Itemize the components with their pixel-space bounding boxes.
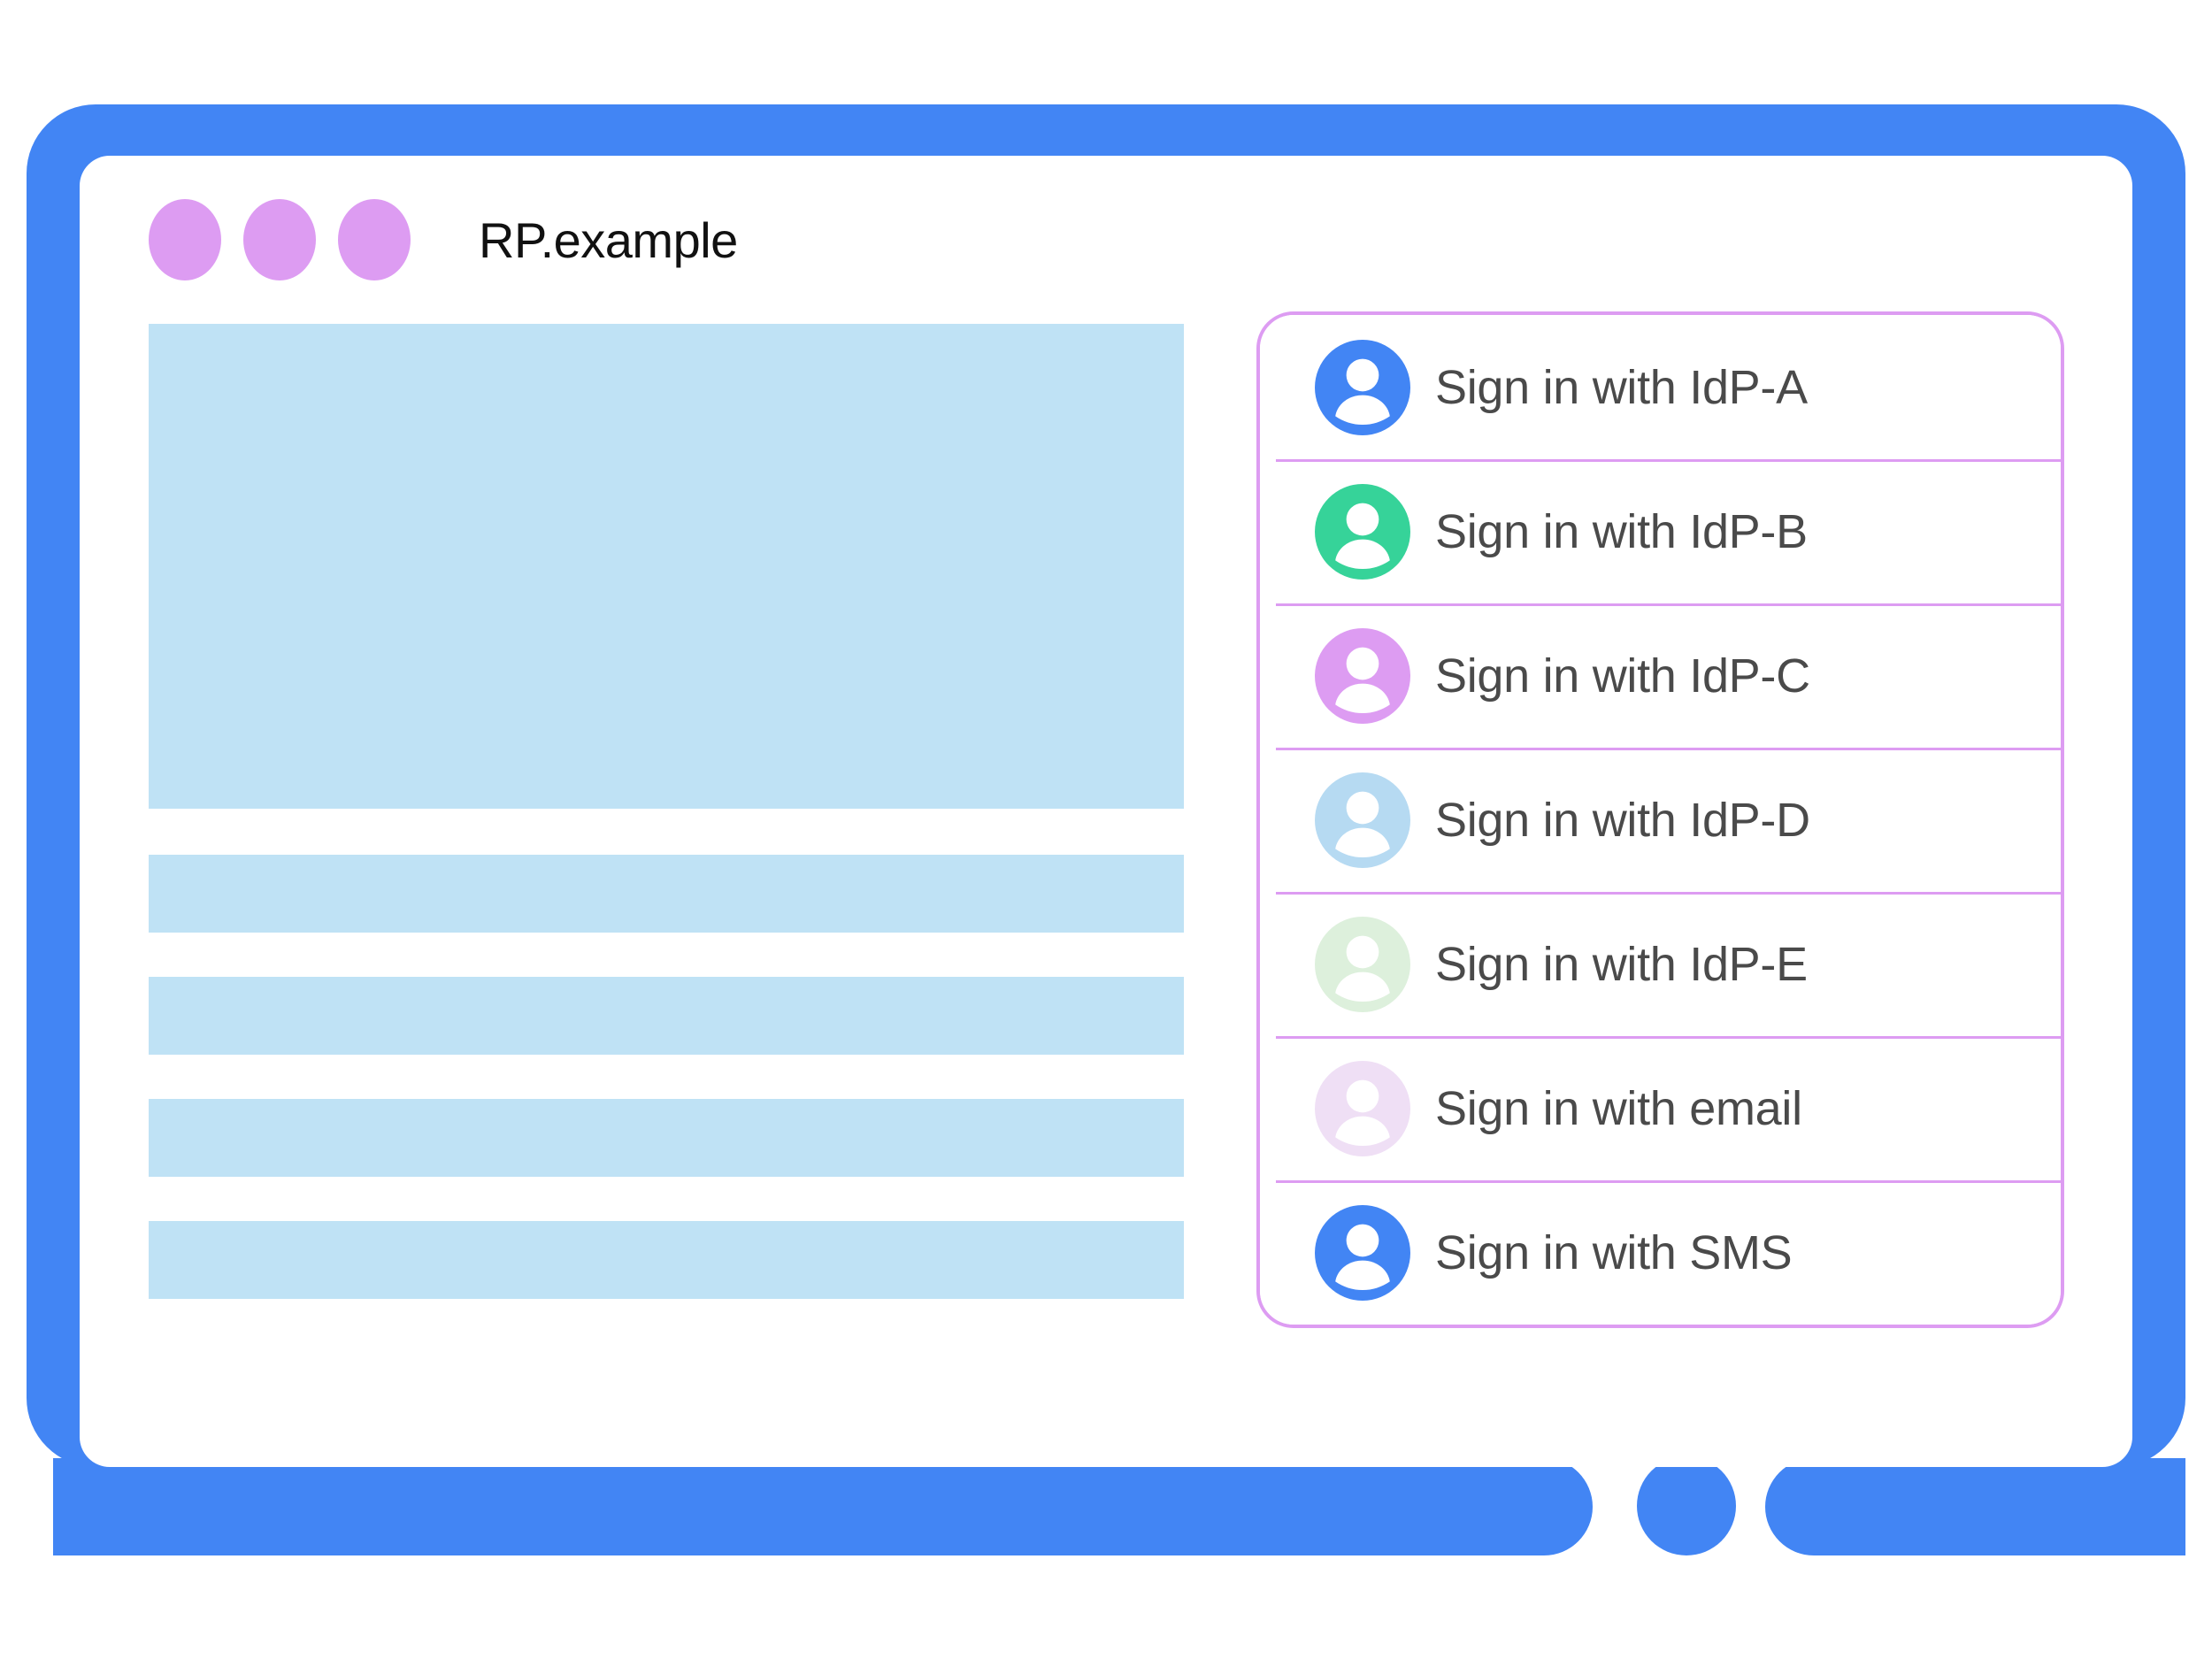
window-dot-2[interactable] bbox=[243, 199, 316, 280]
account-chooser-panel: Sign in with IdP-A Sign in with IdP-B bbox=[1256, 311, 2064, 1328]
account-row[interactable]: Sign in with SMS bbox=[1260, 1180, 2061, 1325]
window-dot-3[interactable] bbox=[338, 199, 411, 280]
account-avatar-icon bbox=[1315, 772, 1410, 868]
browser-window: RP.example Sign in with IdP-A bbox=[80, 156, 2132, 1467]
device-stand-right bbox=[1765, 1458, 2185, 1555]
account-label: Sign in with SMS bbox=[1435, 1225, 1793, 1279]
account-avatar-icon bbox=[1315, 483, 1410, 580]
account-row[interactable]: Sign in with IdP-D bbox=[1260, 748, 2061, 892]
account-row[interactable]: Sign in with IdP-B bbox=[1260, 459, 2061, 603]
account-label: Sign in with email bbox=[1435, 1081, 1802, 1135]
account-label: Sign in with IdP-E bbox=[1435, 937, 1808, 991]
account-label: Sign in with IdP-D bbox=[1435, 793, 1810, 847]
account-avatar-icon bbox=[1315, 1204, 1410, 1301]
account-avatar-icon bbox=[1315, 916, 1410, 1012]
text-line-placeholder-2 bbox=[149, 977, 1184, 1055]
account-label: Sign in with IdP-A bbox=[1435, 360, 1808, 414]
text-line-placeholder-1 bbox=[149, 855, 1184, 933]
account-avatar-icon bbox=[1315, 627, 1410, 724]
text-line-placeholder-4 bbox=[149, 1221, 1184, 1299]
account-row[interactable]: Sign in with IdP-C bbox=[1260, 603, 2061, 748]
page-content-skeleton bbox=[149, 324, 1184, 1343]
device-frame: RP.example Sign in with IdP-A bbox=[27, 104, 2185, 1555]
window-dot-1[interactable] bbox=[149, 199, 221, 280]
text-line-placeholder-3 bbox=[149, 1099, 1184, 1177]
page-title: RP.example bbox=[479, 211, 738, 268]
account-avatar-icon bbox=[1315, 1060, 1410, 1156]
hero-placeholder bbox=[149, 324, 1184, 809]
account-label: Sign in with IdP-C bbox=[1435, 649, 1810, 703]
device-stand-left bbox=[53, 1458, 1593, 1555]
account-row[interactable]: Sign in with IdP-A bbox=[1260, 315, 2061, 459]
account-row[interactable]: Sign in with email bbox=[1260, 1036, 2061, 1180]
account-label: Sign in with IdP-B bbox=[1435, 504, 1808, 558]
home-button[interactable] bbox=[1637, 1456, 1736, 1555]
browser-title-bar: RP.example bbox=[80, 156, 2132, 324]
account-row[interactable]: Sign in with IdP-E bbox=[1260, 892, 2061, 1036]
account-avatar-icon bbox=[1315, 339, 1410, 435]
